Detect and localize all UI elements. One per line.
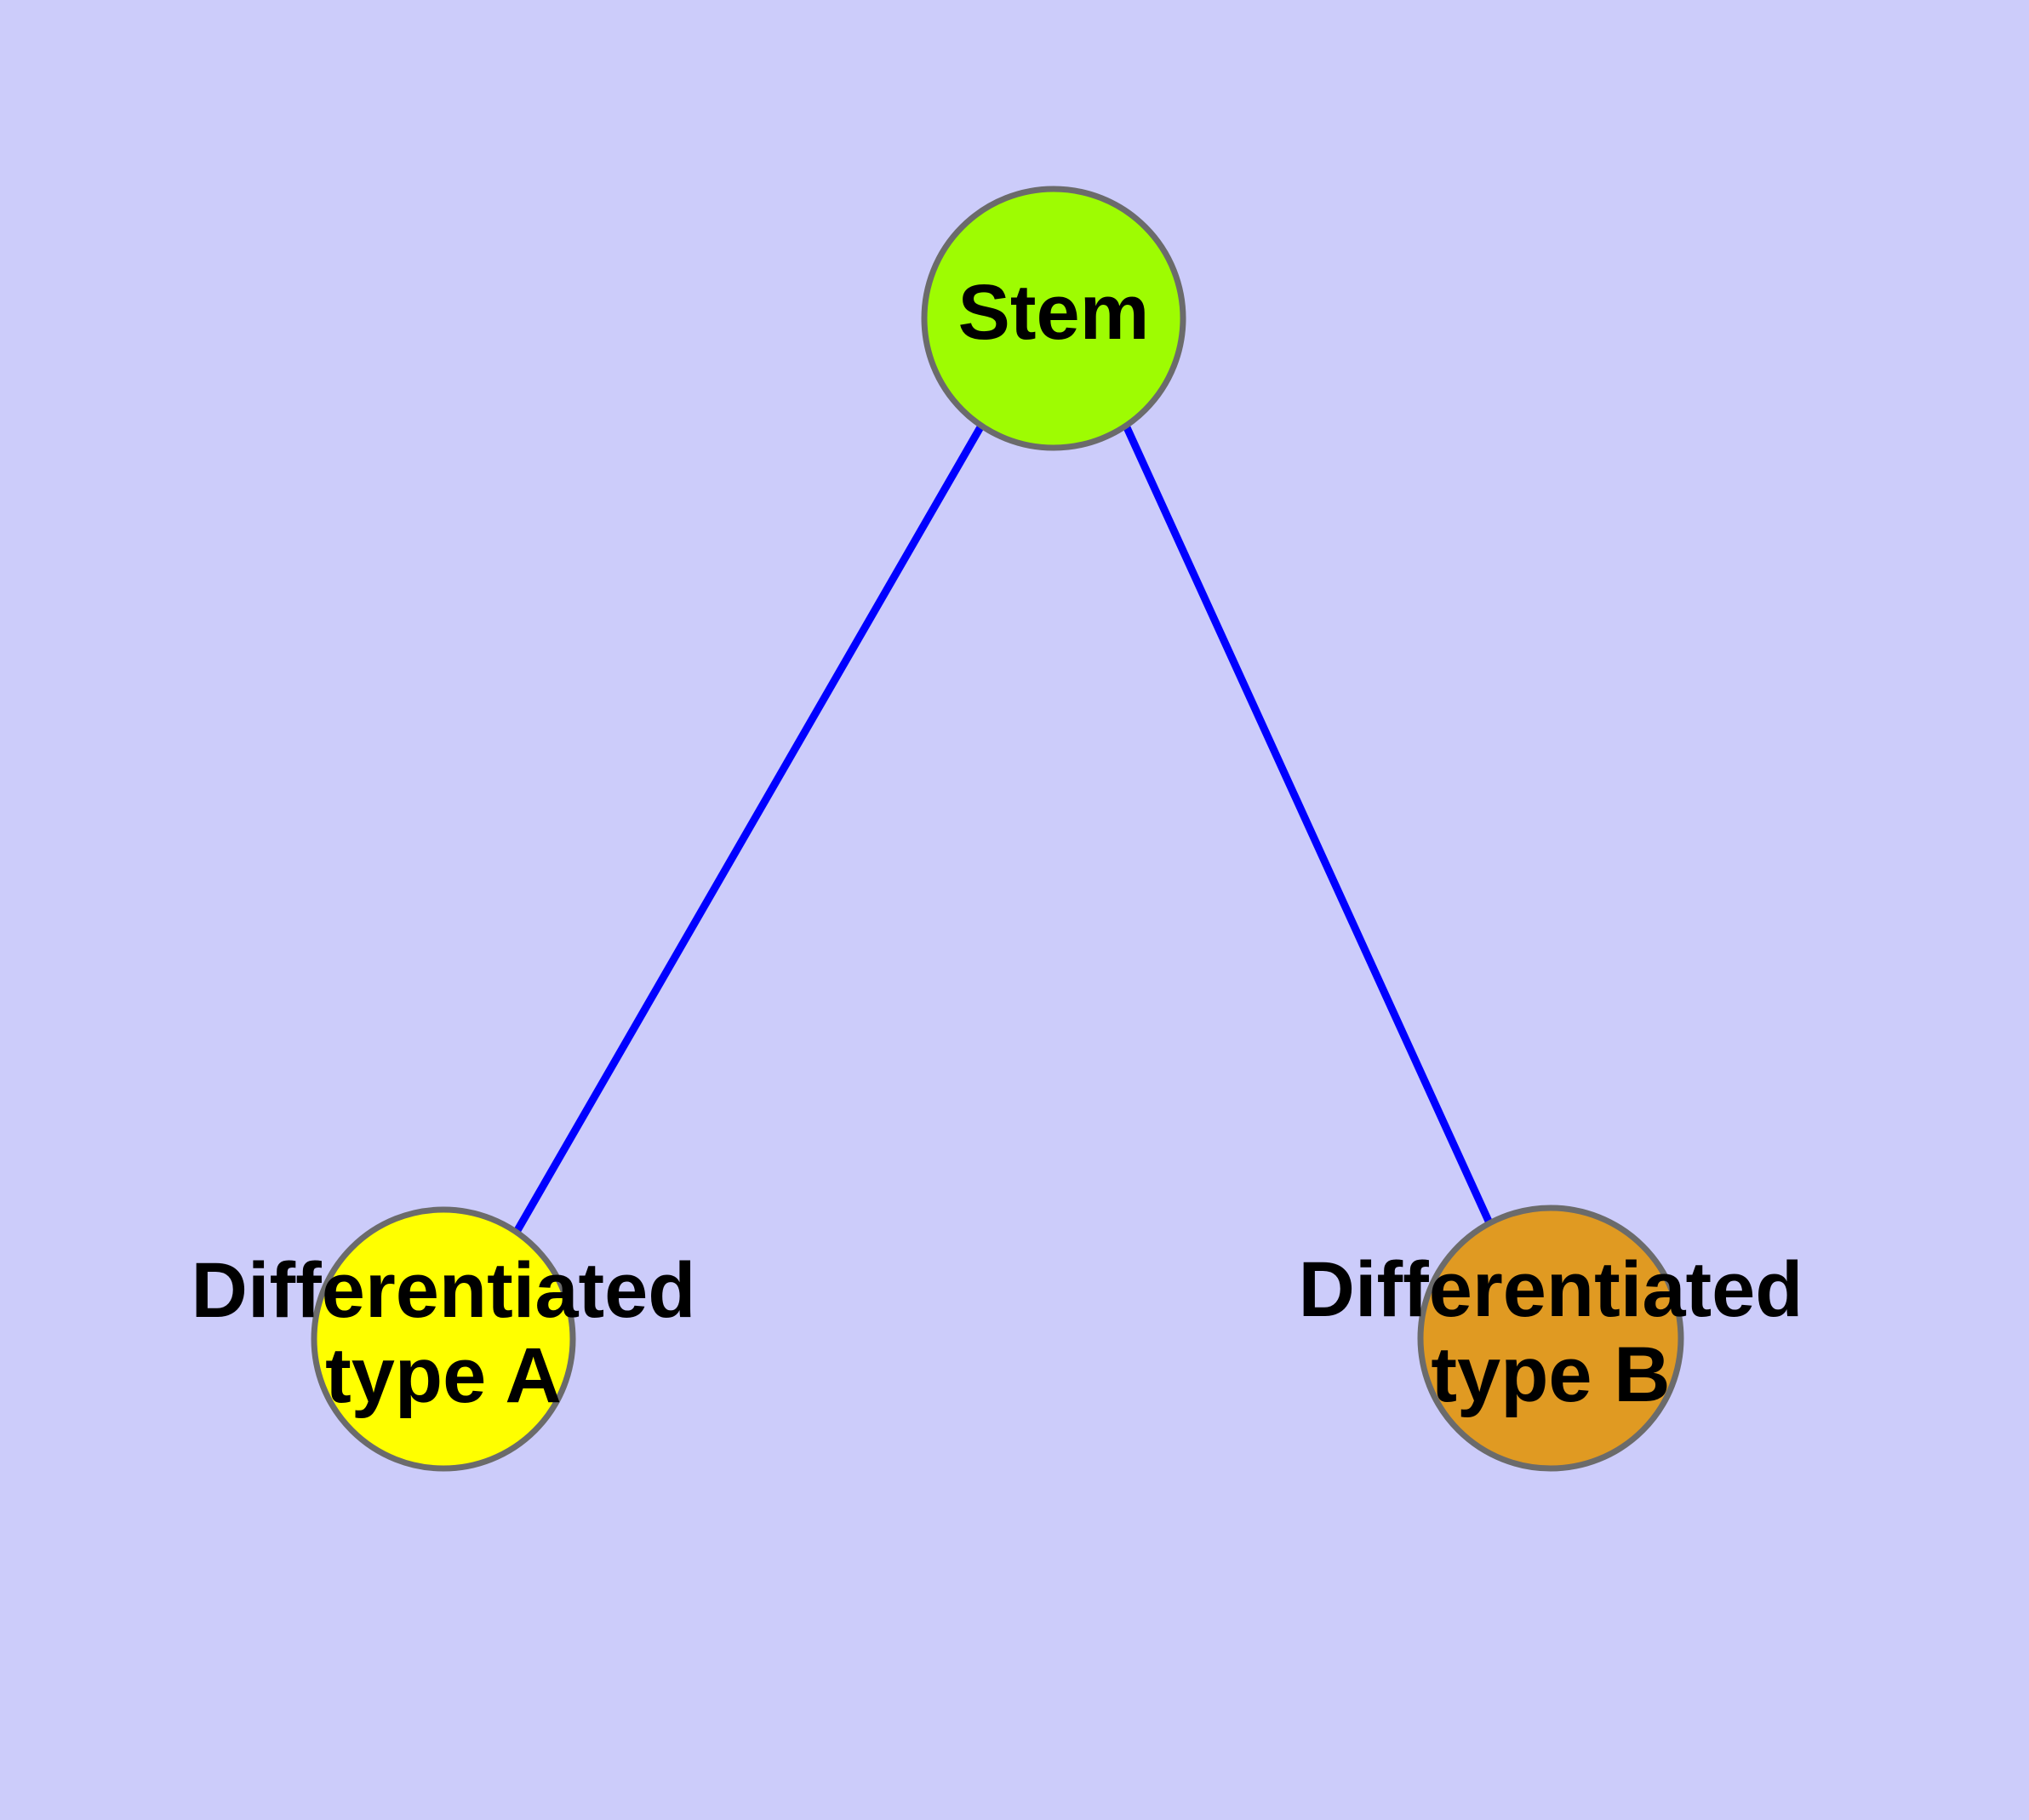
node-layer — [311, 186, 1684, 1472]
edge-stem-to-differentiated-type-a[interactable] — [513, 423, 985, 1234]
node-differentiated-type-b[interactable] — [1417, 1205, 1684, 1472]
node-differentiated-type-a[interactable] — [311, 1206, 576, 1472]
edge-stem-to-differentiated-type-b[interactable] — [1122, 424, 1495, 1228]
node-stem[interactable] — [921, 186, 1186, 451]
edge-layer — [513, 423, 1495, 1234]
node-label-stem: Stem — [958, 269, 1150, 356]
